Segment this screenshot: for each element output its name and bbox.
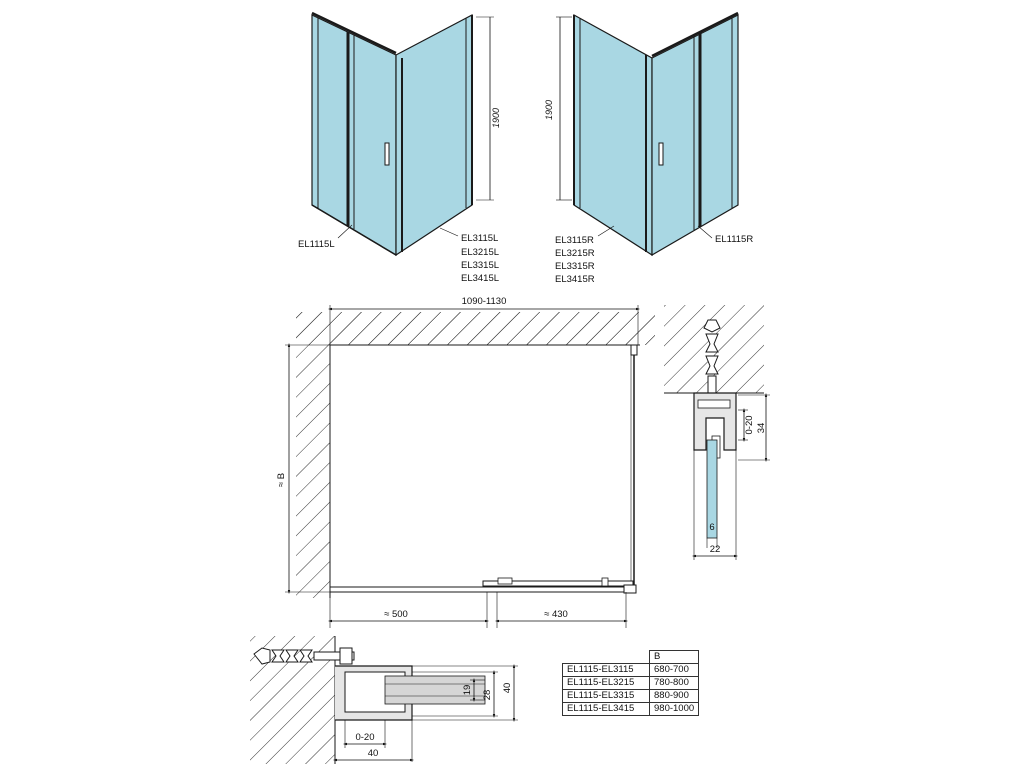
side-label-right-2: EL3215R [555,248,595,259]
size-table: B EL1115-EL3115 680-700 EL1115-EL3215 78… [562,650,700,716]
side-label-right-3: EL3315R [555,261,595,272]
wall-plug-icon [253,647,355,665]
table-cell-b: 680-700 [648,663,700,677]
table-cell-model: EL1115-EL3315 [562,689,650,703]
plan-depth-label: ≈ B [276,473,287,487]
detail-bottom-inner-label: 19 [462,685,473,696]
size-table-header-b: B [648,650,700,664]
door-glass-right [651,14,739,257]
door-label-right: EL1115R [715,234,753,245]
iso-left-height-label: 1900 [491,108,501,128]
wall-plug-icon [703,319,721,401]
table-cell-b: 880-900 [648,689,700,703]
table-cell-model: EL1115-EL3415 [562,702,650,716]
table-cell-model: EL1115-EL3115 [562,663,650,677]
plan-opening-label: ≈ 430 [544,609,568,620]
table-cell-b: 980-1000 [648,702,700,716]
plan-width-label: 1090-1130 [462,296,507,307]
side-label-right-4: EL3415R [555,274,595,285]
detail-bottom-outer-label: 40 [502,683,513,694]
table-row: EL1115-EL3315 880-900 [562,689,700,703]
detail-bottom-glass [384,675,486,705]
iso-right-height-label: 1900 [544,100,554,120]
size-table-header: B [562,650,700,664]
plan-fixed-label: ≈ 500 [384,609,408,620]
table-row: EL1115-EL3415 980-1000 [562,702,700,716]
detail-right-width-label: 22 [710,544,721,555]
side-label-right-1: EL3115R [555,235,594,246]
table-cell-b: 780-800 [648,676,700,690]
detail-bottom-range-label: 0-20 [355,732,374,743]
iso-view-right: 1900 EL1115R EL3115R EL3215R EL3315R EL3… [544,11,753,285]
detail-right-glass-label: 6 [709,522,714,533]
table-row: EL1115-EL3215 780-800 [562,676,700,690]
detail-glass [706,439,718,539]
door-label-left: EL1115L [298,239,335,250]
detail-right-height-label: 34 [756,423,767,434]
side-glass-left [395,14,473,257]
side-label-left-2: EL3215L [461,247,499,258]
door-handle-left [384,142,390,166]
detail-wall-profile: 19 28 40 0-20 40 [250,636,518,764]
side-glass-right [573,13,653,257]
side-label-left-1: EL3115L [461,233,498,244]
iso-view-left: 1900 EL1115L EL3115L EL3215L EL3315L EL3… [298,11,501,284]
side-label-left-3: EL3315L [461,260,499,271]
table-row: EL1115-EL3115 680-700 [562,663,700,677]
detail-ceiling-profile: 0-20 34 6 22 [664,305,770,560]
table-cell-model: EL1115-EL3215 [562,676,650,690]
detail-bottom-mid-label: 28 [482,690,493,701]
plan-sliding-door [482,580,634,587]
plan-view: 1090-1130 ≈ B ≈ 500 ≈ 430 [276,296,655,628]
detail-right-range-label: 0-20 [744,415,755,434]
size-table-header-model [562,650,650,664]
plan-front-fixed [329,586,636,593]
detail-bottom-width-label: 40 [368,748,379,759]
side-label-left-4: EL3415L [461,273,499,284]
door-handle-right [658,142,664,166]
